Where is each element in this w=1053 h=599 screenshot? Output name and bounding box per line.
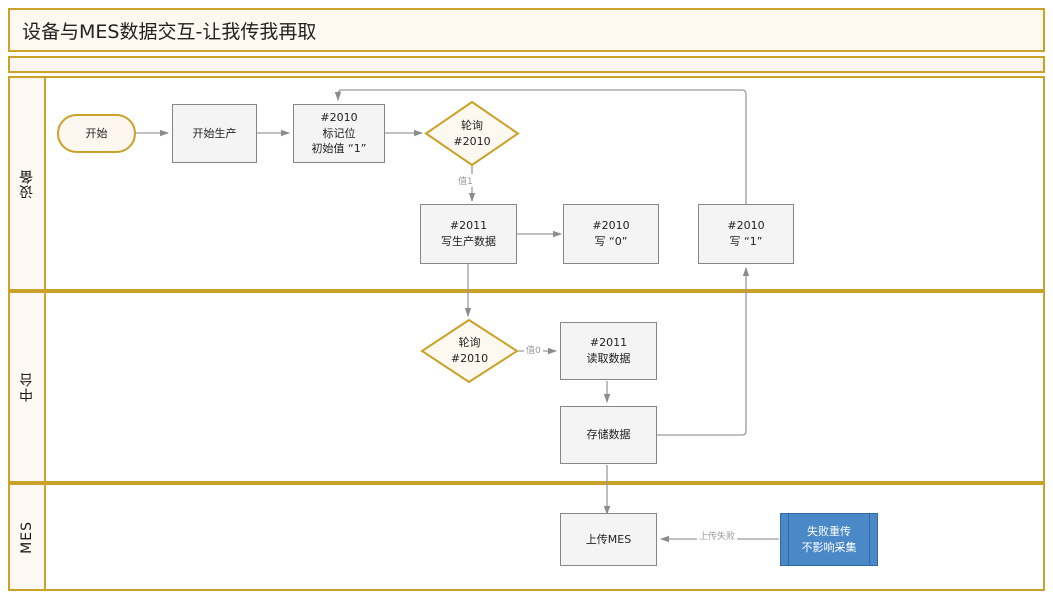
edge-label-value-one: 值1 — [456, 174, 475, 187]
node-poll-platform-label: 轮询 #2010 — [450, 336, 489, 365]
diagram-subheader-strip — [8, 56, 1045, 73]
node-start-production[interactable]: 开始生产 — [172, 104, 257, 163]
edge-label-upload-failed: 上传失败 — [697, 529, 738, 542]
swimlane-header-platform: 中台 — [8, 291, 46, 483]
diagram-title-bar: 设备与MES数据交互-让我传我再取 — [8, 8, 1045, 52]
swimlane-equipment — [8, 76, 1045, 291]
node-poll-equipment-label: 轮询 #2010 — [453, 119, 491, 148]
node-upload-mes[interactable]: 上传MES — [560, 513, 657, 566]
node-poll-platform[interactable]: 轮询 #2010 — [422, 320, 517, 382]
page-title: 设备与MES数据交互-让我传我再取 — [22, 20, 317, 43]
node-read-data[interactable]: #2011 读取数据 — [560, 322, 657, 380]
swimlane-label-mes: MES — [19, 520, 35, 554]
swimlane-mes — [8, 483, 1045, 591]
node-write-zero[interactable]: #2010 写 “0” — [563, 204, 659, 264]
swimlane-header-mes: MES — [8, 483, 46, 591]
node-flag-init[interactable]: #2010 标记位 初始值 “1” — [293, 104, 385, 163]
node-write-one[interactable]: #2010 写 “1” — [698, 204, 794, 264]
swimlane-label-equipment: 设备 — [19, 168, 35, 199]
node-poll-equipment[interactable]: 轮询 #2010 — [426, 102, 518, 166]
node-retry-note[interactable]: 失败重传 不影响采集 — [780, 513, 878, 566]
swimlane-platform — [8, 291, 1045, 483]
node-store-data[interactable]: 存储数据 — [560, 406, 657, 464]
node-start[interactable]: 开始 — [57, 114, 136, 153]
swimlane-header-equipment: 设备 — [8, 76, 46, 291]
edge-label-value-zero: 值0 — [524, 343, 543, 356]
node-write-production-data[interactable]: #2011 写生产数据 — [420, 204, 517, 264]
swimlane-label-platform: 中台 — [19, 372, 35, 402]
